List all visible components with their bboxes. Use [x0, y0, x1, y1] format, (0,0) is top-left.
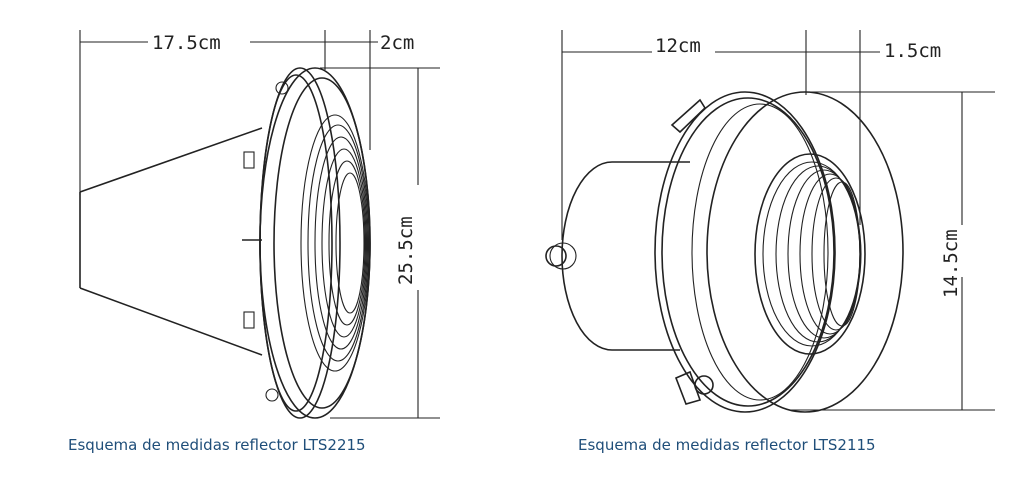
- reflector-lts2215-drawing: 17.5cm 2cm 25.5cm: [79, 30, 440, 419]
- diameter-label: 14.5cm: [940, 229, 962, 298]
- flange-label: 1.5cm: [884, 40, 941, 62]
- clip-ring: [654, 91, 836, 413]
- figure-caption-lts2115: Esquema de medidas reflector LTS2115: [578, 436, 876, 454]
- cone-body: [79, 127, 263, 356]
- diameter-label: 25.5cm: [395, 216, 417, 285]
- reflector-rings: [300, 114, 370, 372]
- reflector-rings: [762, 161, 862, 347]
- figure-caption-lts2215: Esquema de medidas reflector LTS2215: [68, 436, 366, 454]
- front-bezel: [706, 91, 904, 413]
- flange-label: 2cm: [380, 32, 414, 54]
- cylinder-body: [545, 161, 690, 351]
- dimension-lines: [79, 30, 440, 419]
- depth-label: 12cm: [655, 35, 701, 57]
- dimension-lines: [561, 30, 995, 411]
- reflector-lts2115-drawing: 12cm 1.5cm 14.5cm: [545, 30, 995, 413]
- mounting-clips: [242, 81, 289, 402]
- depth-label: 17.5cm: [152, 32, 221, 54]
- flange-ring: [259, 67, 371, 419]
